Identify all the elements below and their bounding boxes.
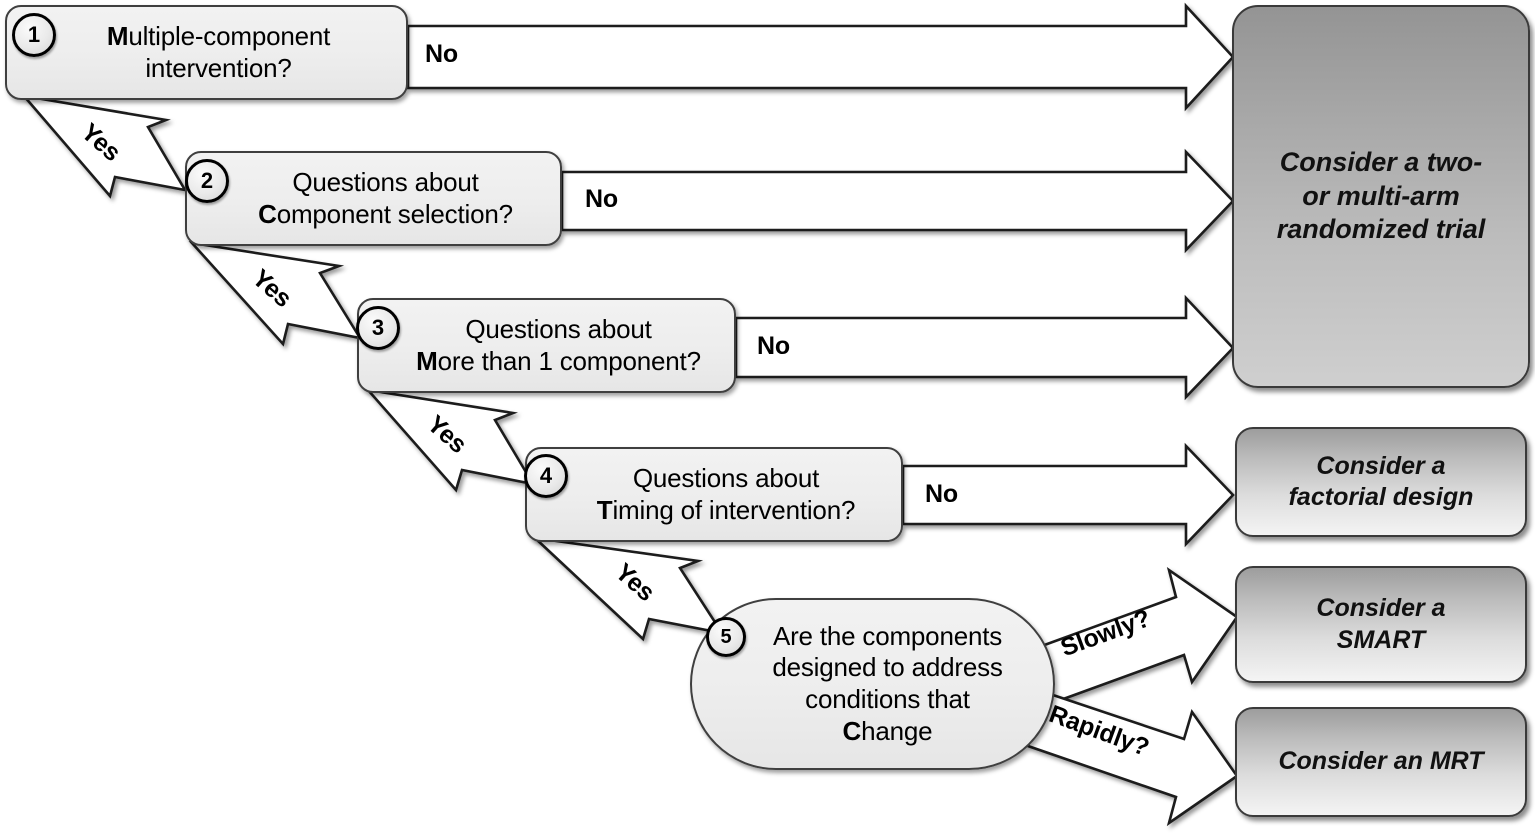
outcome-2-line2: factorial design <box>1288 483 1474 511</box>
outcome-box-factorial-design[interactable]: Consider a factorial design <box>1235 427 1527 537</box>
no-4-text: No <box>925 480 958 508</box>
question-2-text: Questions about Component selection? <box>224 167 523 230</box>
badge-1: 1 <box>12 13 56 57</box>
edge-label-no-4: No <box>925 480 958 509</box>
badge-2: 2 <box>185 159 229 203</box>
badge-1-number: 1 <box>27 22 41 47</box>
no-2-text: No <box>585 185 618 213</box>
question-5-line1: Are the components <box>772 620 1003 651</box>
badge-3-number: 3 <box>371 315 385 340</box>
question-4-lead: T <box>596 494 613 525</box>
badge-3: 3 <box>356 306 400 350</box>
outcome-1-line2: or multi-arm <box>1302 180 1460 211</box>
badge-2-number: 2 <box>200 168 214 193</box>
arrow-no-2 <box>560 148 1235 254</box>
outcome-1-line1: Consider a two- <box>1279 146 1483 177</box>
question-box-5[interactable]: Are the components designed to address c… <box>690 598 1055 770</box>
question-3-line1: Questions about <box>465 313 652 344</box>
edge-label-no-1: No <box>425 40 458 69</box>
outcome-box-smart[interactable]: Consider a SMART <box>1235 566 1527 683</box>
question-3-lead: M <box>416 345 438 376</box>
question-2-line1: Questions about <box>292 166 479 197</box>
edge-label-no-2: No <box>585 185 618 214</box>
question-3-line2: ore than 1 component? <box>437 345 701 376</box>
arrow-no-3 <box>734 294 1235 401</box>
outcome-2-line1: Consider a <box>1316 451 1446 480</box>
question-5-text: Are the components designed to address c… <box>732 621 1012 748</box>
badge-4-number: 4 <box>539 463 553 488</box>
question-4-line1: Questions about <box>632 462 820 493</box>
question-1-line2: intervention? <box>145 52 292 83</box>
question-3-text: Questions about More than 1 component? <box>382 314 711 377</box>
arrow-no-1 <box>406 2 1235 112</box>
badge-5-number: 5 <box>720 625 732 648</box>
arrow-slowly <box>1026 566 1239 708</box>
question-4-text: Questions about Timing of intervention? <box>563 463 865 526</box>
no-1-text: No <box>425 40 458 68</box>
question-5-lead: C <box>842 715 862 746</box>
question-box-4[interactable]: Questions about Timing of intervention? <box>525 447 903 542</box>
edge-label-no-3: No <box>757 332 790 361</box>
question-5-line4: hange <box>861 715 933 746</box>
outcome-3-line2: SMART <box>1336 625 1426 654</box>
outcome-4-line1: Consider an MRT <box>1278 747 1484 776</box>
outcome-factorial-design-text: Consider a factorial design <box>1277 451 1486 514</box>
badge-5: 5 <box>706 617 746 657</box>
question-1-line1: ultiple-component <box>128 20 331 51</box>
question-2-lead: C <box>258 198 277 229</box>
outcome-3-line1: Consider a <box>1316 594 1446 623</box>
question-1-lead: M <box>106 20 129 51</box>
question-box-2[interactable]: Questions about Component selection? <box>185 151 562 246</box>
question-4-line2: iming of intervention? <box>612 494 856 525</box>
question-box-1[interactable]: Multiple-component intervention? <box>5 5 408 100</box>
outcome-smart-text: Consider a SMART <box>1304 593 1457 656</box>
question-box-3[interactable]: Questions about More than 1 component? <box>357 298 736 393</box>
no-3-text: No <box>757 332 790 360</box>
outcome-mrt-text: Consider an MRT <box>1266 746 1495 777</box>
badge-4: 4 <box>524 454 568 498</box>
question-2-line2: omponent selection? <box>276 198 513 229</box>
question-1-text: Multiple-component intervention? <box>73 21 340 84</box>
question-5-line3: conditions that <box>805 684 970 714</box>
question-5-line2: designed to address <box>772 652 1003 683</box>
arrow-no-4 <box>901 442 1235 548</box>
outcome-box-mrt[interactable]: Consider an MRT <box>1235 707 1527 817</box>
outcome-two-or-multi-arm-text: Consider a two- or multi-arm randomized … <box>1265 146 1498 247</box>
outcome-1-line3: randomized trial <box>1276 214 1486 245</box>
arrow-rapidly <box>1026 690 1239 827</box>
outcome-box-two-or-multi-arm[interactable]: Consider a two- or multi-arm randomized … <box>1232 5 1530 388</box>
